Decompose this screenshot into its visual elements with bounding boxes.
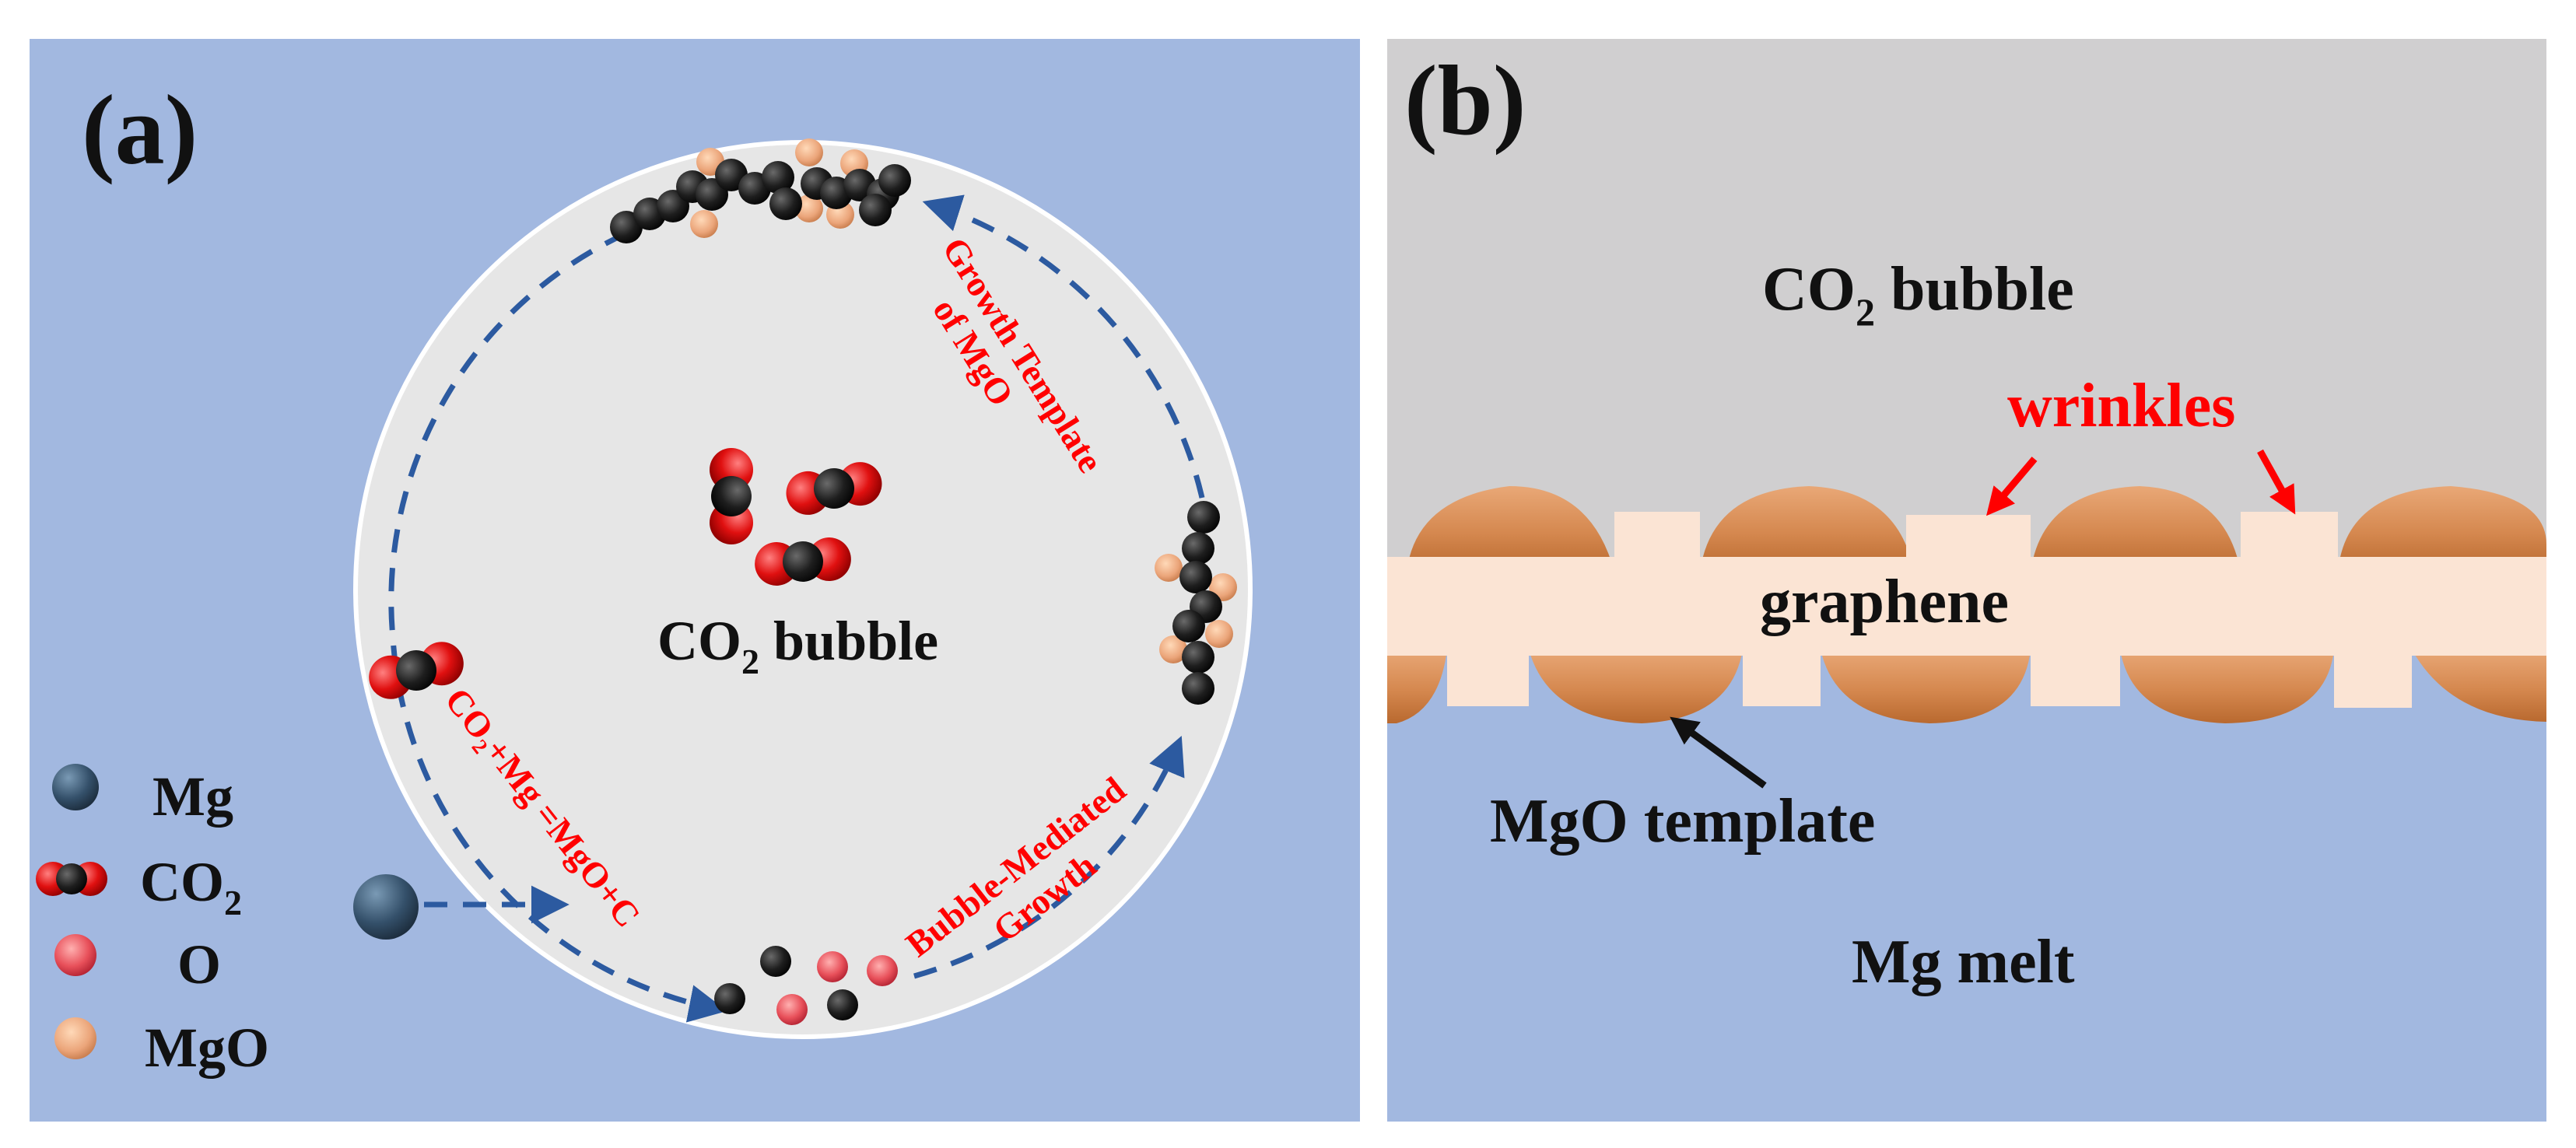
co2-molecule-icon	[755, 537, 851, 586]
legend-label-o: O	[177, 933, 221, 996]
template-pointer-arrow	[1670, 716, 1767, 789]
legend-label-mgo: MgO	[145, 1017, 269, 1079]
mg-atom-icon	[353, 874, 419, 940]
legend: Mg CO2 O MgO	[36, 764, 269, 1079]
legend-label-mg: Mg	[152, 765, 233, 828]
wrinkle-arrow-left	[1986, 457, 2038, 516]
co2-molecule-icon	[36, 862, 107, 896]
panel-b-label: (b)	[1404, 45, 1526, 156]
wrinkles-label: wrinkles	[2007, 372, 2235, 440]
co2-bubble	[353, 140, 1253, 1039]
right-graphene-cluster	[1155, 501, 1237, 705]
mg-atom-icon	[52, 764, 99, 810]
product-cluster	[714, 946, 898, 1025]
legend-label-co2: CO2	[140, 851, 242, 922]
top-graphene-cluster	[610, 138, 911, 243]
melt-label: Mg melt	[1852, 928, 2075, 996]
panel-b-melt-region	[1387, 653, 2546, 1122]
panel-b: (b) CO2 bubble wrinkles graphene MgO tem…	[1387, 39, 2546, 1122]
graphene-layer	[1387, 512, 2546, 708]
co2-molecule-icon	[786, 462, 882, 515]
mgo-particle-icon	[54, 1017, 96, 1059]
mgo-template-row-lower	[1387, 649, 2546, 723]
panel-b-bubble-label: CO2 bubble	[1762, 255, 2074, 334]
circulation-path-top-right	[922, 194, 1205, 499]
wrinkle-arrow-right	[2257, 449, 2296, 515]
co2-molecule-icon	[369, 642, 464, 699]
co2-molecule-icon	[710, 448, 753, 544]
o-atom-icon	[54, 934, 96, 976]
circulation-path-bottom-right	[913, 735, 1185, 979]
template-label: MgO template	[1490, 787, 1875, 856]
bubble-label: CO2 bubble	[657, 610, 938, 681]
graphene-label: graphene	[1760, 568, 2009, 636]
panel-a-label: (a)	[82, 75, 198, 185]
panel-a: (a) CO2 bubble CO₂+Mg =MgO+C Growth Temp…	[30, 39, 1360, 1122]
circulation-path-left	[388, 230, 727, 1023]
mgo-template-row-upper	[1407, 486, 2546, 572]
